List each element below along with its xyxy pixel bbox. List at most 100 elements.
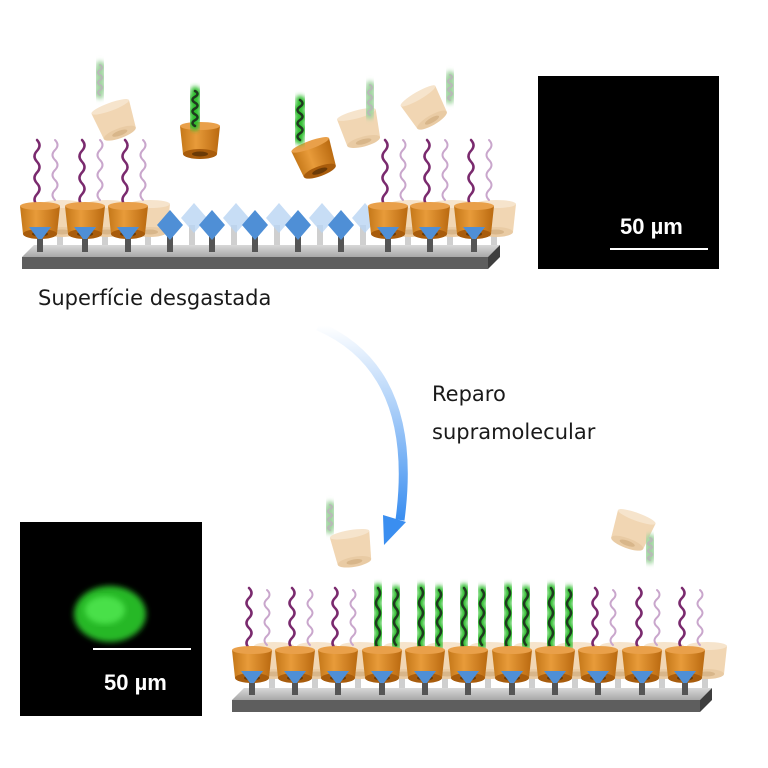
guest-funnel <box>501 671 523 683</box>
guest-funnel <box>414 671 436 683</box>
cup-top <box>454 202 494 210</box>
polymer-chain <box>467 138 475 207</box>
cup-top <box>91 99 130 115</box>
repair-label-line1: Reparo <box>432 382 506 406</box>
cup-top <box>535 646 575 654</box>
top-scale-bar <box>610 248 708 250</box>
guest-diamond <box>242 210 268 240</box>
top-scale-label: 50 µm <box>620 214 683 239</box>
polymer-chain-faded <box>139 139 147 201</box>
cup-top <box>665 646 705 654</box>
anchor-post <box>317 225 323 245</box>
cup-top <box>20 202 60 210</box>
anchor-post <box>249 675 255 695</box>
anchor-post <box>385 232 391 252</box>
polymer-chain-faded <box>349 589 357 646</box>
anchor-post <box>209 232 215 252</box>
anchor-post <box>295 232 301 252</box>
anchor-post <box>125 232 131 252</box>
anchor-post <box>274 225 280 245</box>
guest-diamond <box>328 210 354 240</box>
cyclodextrin <box>180 122 220 159</box>
fluorescent-chain <box>504 586 512 650</box>
anchor-post <box>422 675 428 695</box>
repaired-surface-diagram <box>232 501 727 712</box>
faded-chain <box>97 64 103 96</box>
anchor-post <box>82 232 88 252</box>
fluorescent-chain <box>547 586 555 650</box>
fluorescent-chain <box>460 586 468 650</box>
cup-top <box>65 202 105 210</box>
polymer-chain <box>423 138 431 207</box>
guest-diamond <box>285 210 311 240</box>
cup-hole <box>346 558 363 565</box>
substrate-top <box>22 245 500 257</box>
cup-hole <box>312 167 328 175</box>
polymer-chain-faded <box>485 139 493 201</box>
substrate-front <box>22 257 488 269</box>
cup-top <box>180 122 220 130</box>
anchor-post <box>292 675 298 695</box>
substrate-top <box>232 688 712 700</box>
substrate-front <box>232 700 700 712</box>
faded-chain <box>647 537 653 561</box>
polymer-chain-faded <box>696 589 704 646</box>
bottom-scale-bar <box>93 648 191 650</box>
cup-hole <box>54 229 70 235</box>
fluorescent-chain <box>435 588 443 647</box>
anchor-post <box>682 675 688 695</box>
anchor-post <box>167 232 173 252</box>
anchor-post <box>427 232 433 252</box>
polymer-chain <box>331 586 339 650</box>
cup-hole <box>424 115 440 125</box>
faded-chain <box>327 504 333 531</box>
anchor-post <box>552 675 558 695</box>
polymer-chain <box>381 138 389 207</box>
guest-funnel <box>74 227 96 239</box>
polymer-chain <box>635 586 643 650</box>
faded-chain <box>447 74 453 101</box>
faded-cyclodextrin <box>400 85 447 130</box>
fluorescent-chain <box>478 588 486 647</box>
anchor-post <box>595 675 601 695</box>
faded-cyclodextrin <box>329 528 372 568</box>
guest-funnel <box>117 227 139 239</box>
anchor-post <box>360 225 366 245</box>
polymer-chain-faded <box>306 589 314 646</box>
polymer-chain <box>591 586 599 650</box>
cup-top <box>232 646 272 654</box>
anchor-post <box>379 675 385 695</box>
cup-top <box>318 646 358 654</box>
polymer-chain <box>288 586 296 650</box>
anchor-post <box>252 232 258 252</box>
cup-top <box>622 646 662 654</box>
guest-funnel <box>29 227 51 239</box>
faded-chain <box>367 84 373 116</box>
fluorescent-chain <box>417 586 425 650</box>
cup-hole <box>699 671 715 677</box>
fluorescent-chain <box>522 588 530 647</box>
cup-top <box>400 85 436 107</box>
cup-top <box>368 202 408 210</box>
guest-funnel <box>284 671 306 683</box>
polymer-chain-faded <box>263 589 271 646</box>
anchor-post <box>231 225 237 245</box>
substrate-side <box>700 688 712 712</box>
cup-hole <box>352 671 368 677</box>
repair-arrow <box>316 321 408 521</box>
cup-top <box>405 646 445 654</box>
fluorescent-chain <box>191 89 199 128</box>
polymer-chain-faded <box>96 139 104 201</box>
anchor-post <box>338 232 344 252</box>
bottom-micrograph: 50 µm <box>20 522 202 716</box>
cup-top <box>448 646 488 654</box>
cup-hole <box>355 138 372 145</box>
anchor-post <box>509 675 515 695</box>
guest-funnel <box>327 671 349 683</box>
cup-hole <box>142 229 158 235</box>
guest-funnel <box>674 671 696 683</box>
guest-funnel <box>463 227 485 239</box>
faded-cyclodextrin <box>337 108 381 149</box>
cup-top <box>578 646 618 654</box>
